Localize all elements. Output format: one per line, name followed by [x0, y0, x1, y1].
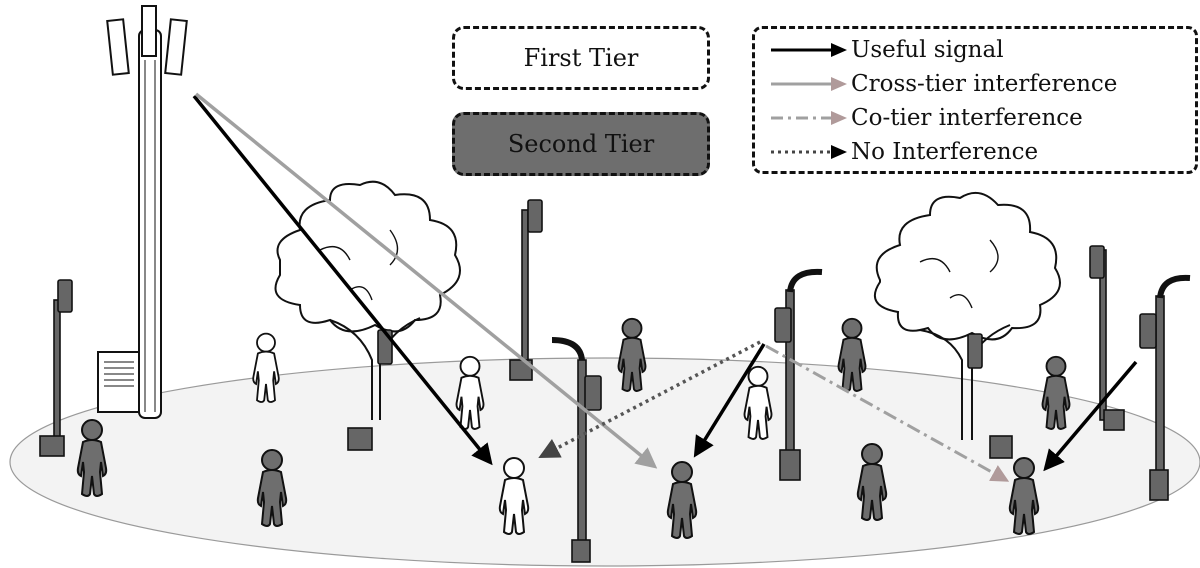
legend-label: Co-tier interference	[851, 105, 1083, 131]
legend-label: Useful signal	[851, 37, 1004, 63]
second-tier-label: Second Tier	[507, 130, 655, 158]
small-cell-pole	[39, 279, 73, 457]
small-cell-lamp	[1139, 274, 1191, 501]
small-cell-pole	[509, 199, 543, 381]
legend-label: Cross-tier interference	[851, 71, 1118, 97]
dotted-dark-arrow-icon	[771, 145, 847, 159]
legend-item-no-interference: No Interference	[769, 137, 1038, 167]
legend: Useful signal Cross-tier interference Co…	[752, 26, 1198, 174]
legend-item-co-tier: Co-tier interference	[769, 103, 1083, 133]
legend-item-cross-tier: Cross-tier interference	[769, 69, 1117, 99]
legend-label: No Interference	[851, 139, 1039, 165]
macro-base-station	[97, 5, 188, 419]
legend-item-useful-signal: Useful signal	[769, 35, 1004, 65]
first-tier-label-box: First Tier	[452, 26, 710, 90]
no-interference-arrow	[538, 340, 761, 458]
co-tier-interference-arrow	[765, 344, 1010, 482]
ground-area	[9, 357, 1200, 567]
small-cell-lamp	[551, 337, 602, 563]
first-tier-label: First Tier	[523, 44, 639, 72]
useful-signal-right-arrow	[1043, 360, 1138, 472]
small-cell-pole	[1089, 245, 1125, 431]
solid-gray-arrow-icon	[771, 77, 847, 91]
second-tier-label-box: Second Tier	[452, 112, 710, 176]
small-cell-tree	[967, 333, 1013, 459]
cross-tier-interference-arrow	[194, 92, 658, 469]
solid-black-arrow-icon	[771, 43, 847, 57]
useful-signal-smallcell-arrow	[693, 343, 766, 458]
dashdot-gray-arrow-icon	[771, 111, 847, 125]
useful-signal-macro-arrow	[192, 94, 493, 466]
small-cell-lamp	[774, 268, 823, 481]
